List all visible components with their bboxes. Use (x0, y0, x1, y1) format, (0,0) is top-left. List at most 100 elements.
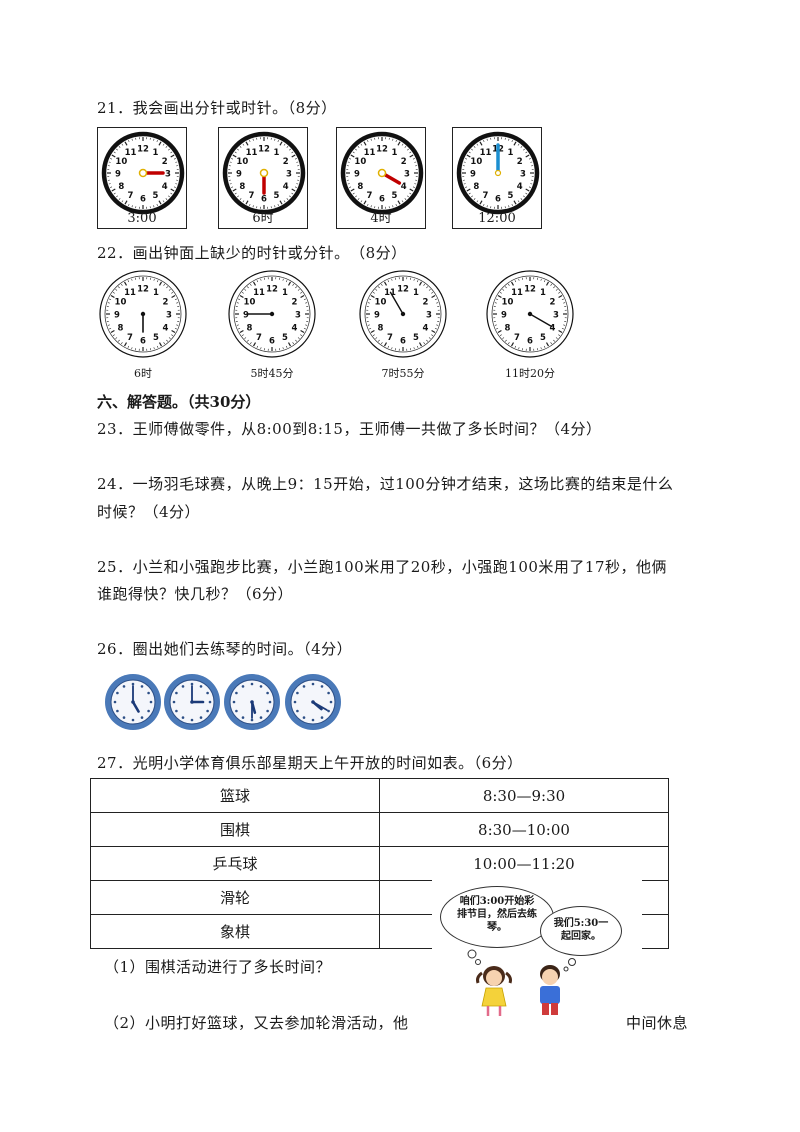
time-cell: 10:00—11:20 (379, 846, 669, 881)
clock-number: 7 (256, 333, 262, 343)
clock-number: 9 (243, 311, 249, 321)
clock-number: 5 (153, 333, 159, 343)
activity-cell: 篮球 (90, 778, 380, 813)
q26-clock (105, 674, 161, 730)
clock-number: 2 (292, 298, 298, 308)
boxed-clock: 12345678910111212:00 (452, 127, 542, 229)
question-25-line1: 25．小兰和小强跑步比赛，小兰跑100米用了20秒，小强跑100米用了17秒，他… (97, 558, 668, 576)
clock-caption: 6时 (252, 211, 274, 226)
clock-caption: 12:00 (478, 211, 516, 226)
clock-number: 12 (258, 145, 270, 155)
clock-number: 1 (540, 288, 546, 298)
clock-number: 10 (115, 157, 127, 167)
clock-number: 1 (413, 288, 419, 298)
clock-number: 9 (374, 311, 380, 321)
clock-number: 5 (282, 333, 288, 343)
question-24-line2: 时候？（4分） (97, 503, 201, 521)
clock-number: 11 (124, 288, 136, 298)
clock-number: 5 (392, 191, 398, 201)
time-cell: 8:30—10:00 (379, 812, 669, 847)
clock-number: 6 (269, 337, 275, 347)
clock-number: 2 (163, 298, 169, 308)
section-heading: 六、解答题。（共30分） (97, 393, 261, 411)
q26-clock (285, 674, 341, 730)
clock-caption: 7时55分 (381, 367, 425, 380)
clock-number: 9 (236, 170, 242, 180)
clock-number: 3 (286, 170, 292, 180)
clock-number: 9 (501, 311, 507, 321)
clock-number: 4 (401, 182, 407, 192)
clock-number: 7 (127, 333, 133, 343)
clock-number: 6 (140, 195, 146, 205)
clock-number: 3 (553, 311, 559, 321)
question-24-line1: 24．一场羽毛球赛，从晚上9：15开始，过100分钟才结束，这场比赛的结束是什么 (97, 475, 674, 493)
clock-caption: 4时 (370, 211, 392, 226)
clock-number: 5 (540, 333, 546, 343)
table-row: 乒乓球 10:00—11:20 (90, 846, 669, 881)
clock-number: 4 (163, 324, 169, 334)
clock-number: 10 (502, 298, 514, 308)
clock-number: 7 (387, 333, 393, 343)
clock-number: 2 (423, 298, 429, 308)
clock-number: 7 (249, 191, 255, 201)
clock-number: 11 (364, 148, 376, 158)
clock-number: 12 (137, 285, 149, 295)
clock-number: 6 (140, 337, 146, 347)
clock-number: 10 (244, 298, 256, 308)
clock-number: 10 (354, 157, 366, 167)
clock-number: 7 (367, 191, 373, 201)
clock-number: 8 (247, 324, 253, 334)
clock-number: 2 (517, 157, 523, 167)
minute-hand (389, 291, 404, 315)
hour-hand (131, 700, 140, 713)
clock-number: 3 (426, 311, 432, 321)
clock-number: 3 (295, 311, 301, 321)
clock-number: 3 (165, 170, 171, 180)
question-27-sub1: （1）围棋活动进行了多长时间？ (104, 958, 332, 976)
clock-number: 9 (470, 170, 476, 180)
question-27: 27．光明小学体育俱乐部星期天上午开放的时间如表。（6分） (97, 754, 523, 772)
minute-hand (312, 701, 328, 711)
clock-number: 2 (550, 298, 556, 308)
clock-number: 11 (480, 148, 492, 158)
question-23: 23．王师傅做零件，从8:00到8:15，王师傅一共做了多长时间？（4分） (97, 420, 602, 438)
clock-number: 4 (292, 324, 298, 334)
clock-number: 4 (162, 182, 168, 192)
clock-number: 10 (115, 298, 127, 308)
clock-number: 4 (550, 324, 556, 334)
boy-figure (540, 965, 560, 1015)
clock-number: 1 (153, 148, 159, 158)
clock-number: 6 (495, 195, 501, 205)
speech-bubble-right: 我们5:30一起回家。 (540, 906, 622, 956)
clock-number: 3 (520, 170, 526, 180)
clock-number: 11 (253, 288, 265, 298)
activity-cell: 围棋 (90, 812, 380, 847)
clock-number: 8 (239, 182, 245, 192)
question-22: 22．画出钟面上缺少的时针或分针。 （8分） (97, 244, 407, 262)
minute-hand (529, 313, 553, 328)
kids-figures (467, 949, 576, 1016)
clock-number: 6 (527, 337, 533, 347)
table-row: 篮球 8:30—9:30 (90, 778, 669, 813)
clock-number: 12 (376, 145, 388, 155)
clock-number: 11 (384, 288, 396, 298)
question-21: 21．我会画出分针或时针。（8分） (97, 99, 337, 117)
clock-number: 8 (118, 324, 124, 334)
q26-clock (224, 674, 280, 730)
clock-number: 12 (397, 285, 409, 295)
activity-cell: 乒乓球 (90, 846, 380, 881)
activity-cell: 象棋 (90, 914, 380, 949)
clock-number: 1 (282, 288, 288, 298)
clock-number: 5 (274, 191, 280, 201)
clock-number: 4 (423, 324, 429, 334)
clock-number: 2 (162, 157, 168, 167)
clock-number: 10 (236, 157, 248, 167)
clock-caption: 3:00 (127, 211, 157, 226)
table-row: 围棋 8:30—10:00 (90, 812, 669, 847)
clock-number: 11 (511, 288, 523, 298)
